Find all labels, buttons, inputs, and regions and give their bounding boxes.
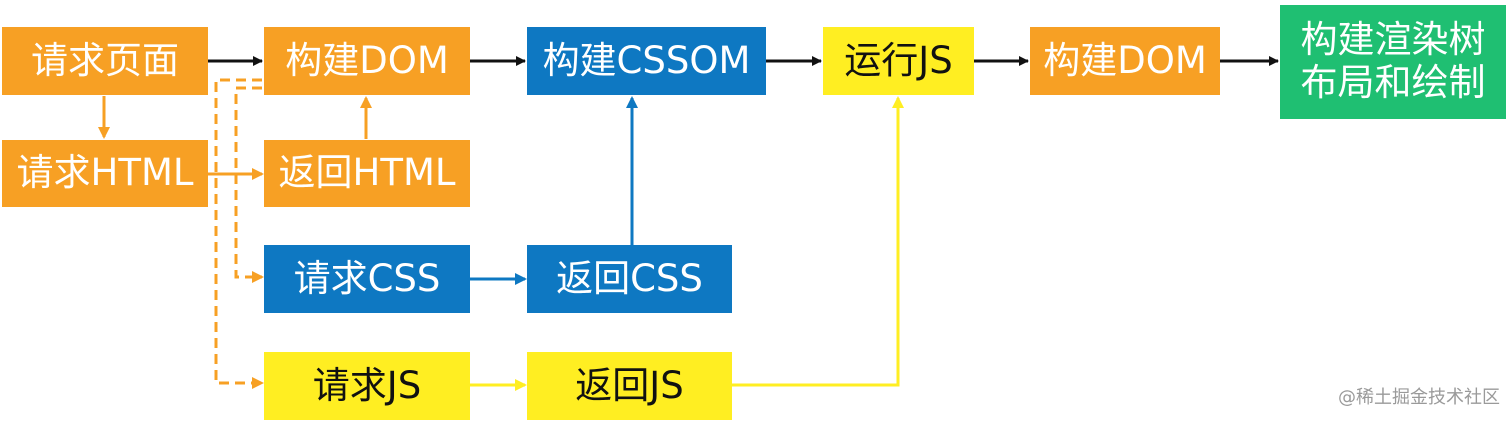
node-layout-paint-label: 布局和绘制	[1300, 61, 1486, 104]
node-request-css-label: 请求CSS	[293, 256, 441, 300]
node-request-js-label: 请求JS	[312, 363, 422, 407]
node-render-tree-layout-paint: 构建渲染树 布局和绘制	[1280, 5, 1506, 119]
node-return-css: 返回CSS	[527, 245, 732, 313]
node-render-tree-label: 构建渲染树	[1300, 18, 1486, 62]
watermark: @稀土掘金技术社区	[1338, 387, 1500, 408]
node-request-page: 请求页面	[2, 27, 208, 95]
node-return-html-label: 返回HTML	[278, 151, 456, 195]
node-request-js: 请求JS	[264, 352, 470, 420]
node-build-cssom-label: 构建CSSOM	[542, 38, 751, 82]
arrow-return-js-to-run-js	[732, 96, 904, 387]
node-request-css: 请求CSS	[264, 245, 470, 313]
node-build-dom-1: 构建DOM	[264, 27, 470, 95]
node-build-dom-2: 构建DOM	[1030, 27, 1220, 95]
node-return-js: 返回JS	[527, 352, 732, 420]
node-run-js: 运行JS	[823, 27, 974, 95]
node-return-html: 返回HTML	[264, 140, 470, 207]
dashed-arrow-build-dom-to-request-css	[234, 86, 264, 283]
node-run-js-label: 运行JS	[844, 38, 953, 82]
node-return-js-label: 返回JS	[575, 363, 684, 407]
node-build-cssom: 构建CSSOM	[527, 27, 766, 95]
node-return-css-label: 返回CSS	[556, 256, 703, 300]
node-build-dom-2-label: 构建DOM	[1043, 38, 1207, 82]
node-request-page-label: 请求页面	[31, 38, 179, 82]
node-request-html-label: 请求HTML	[16, 151, 194, 195]
dashed-arrow-build-dom-to-request-js	[214, 78, 264, 389]
node-request-html: 请求HTML	[2, 140, 208, 207]
node-build-dom-1-label: 构建DOM	[285, 38, 449, 82]
